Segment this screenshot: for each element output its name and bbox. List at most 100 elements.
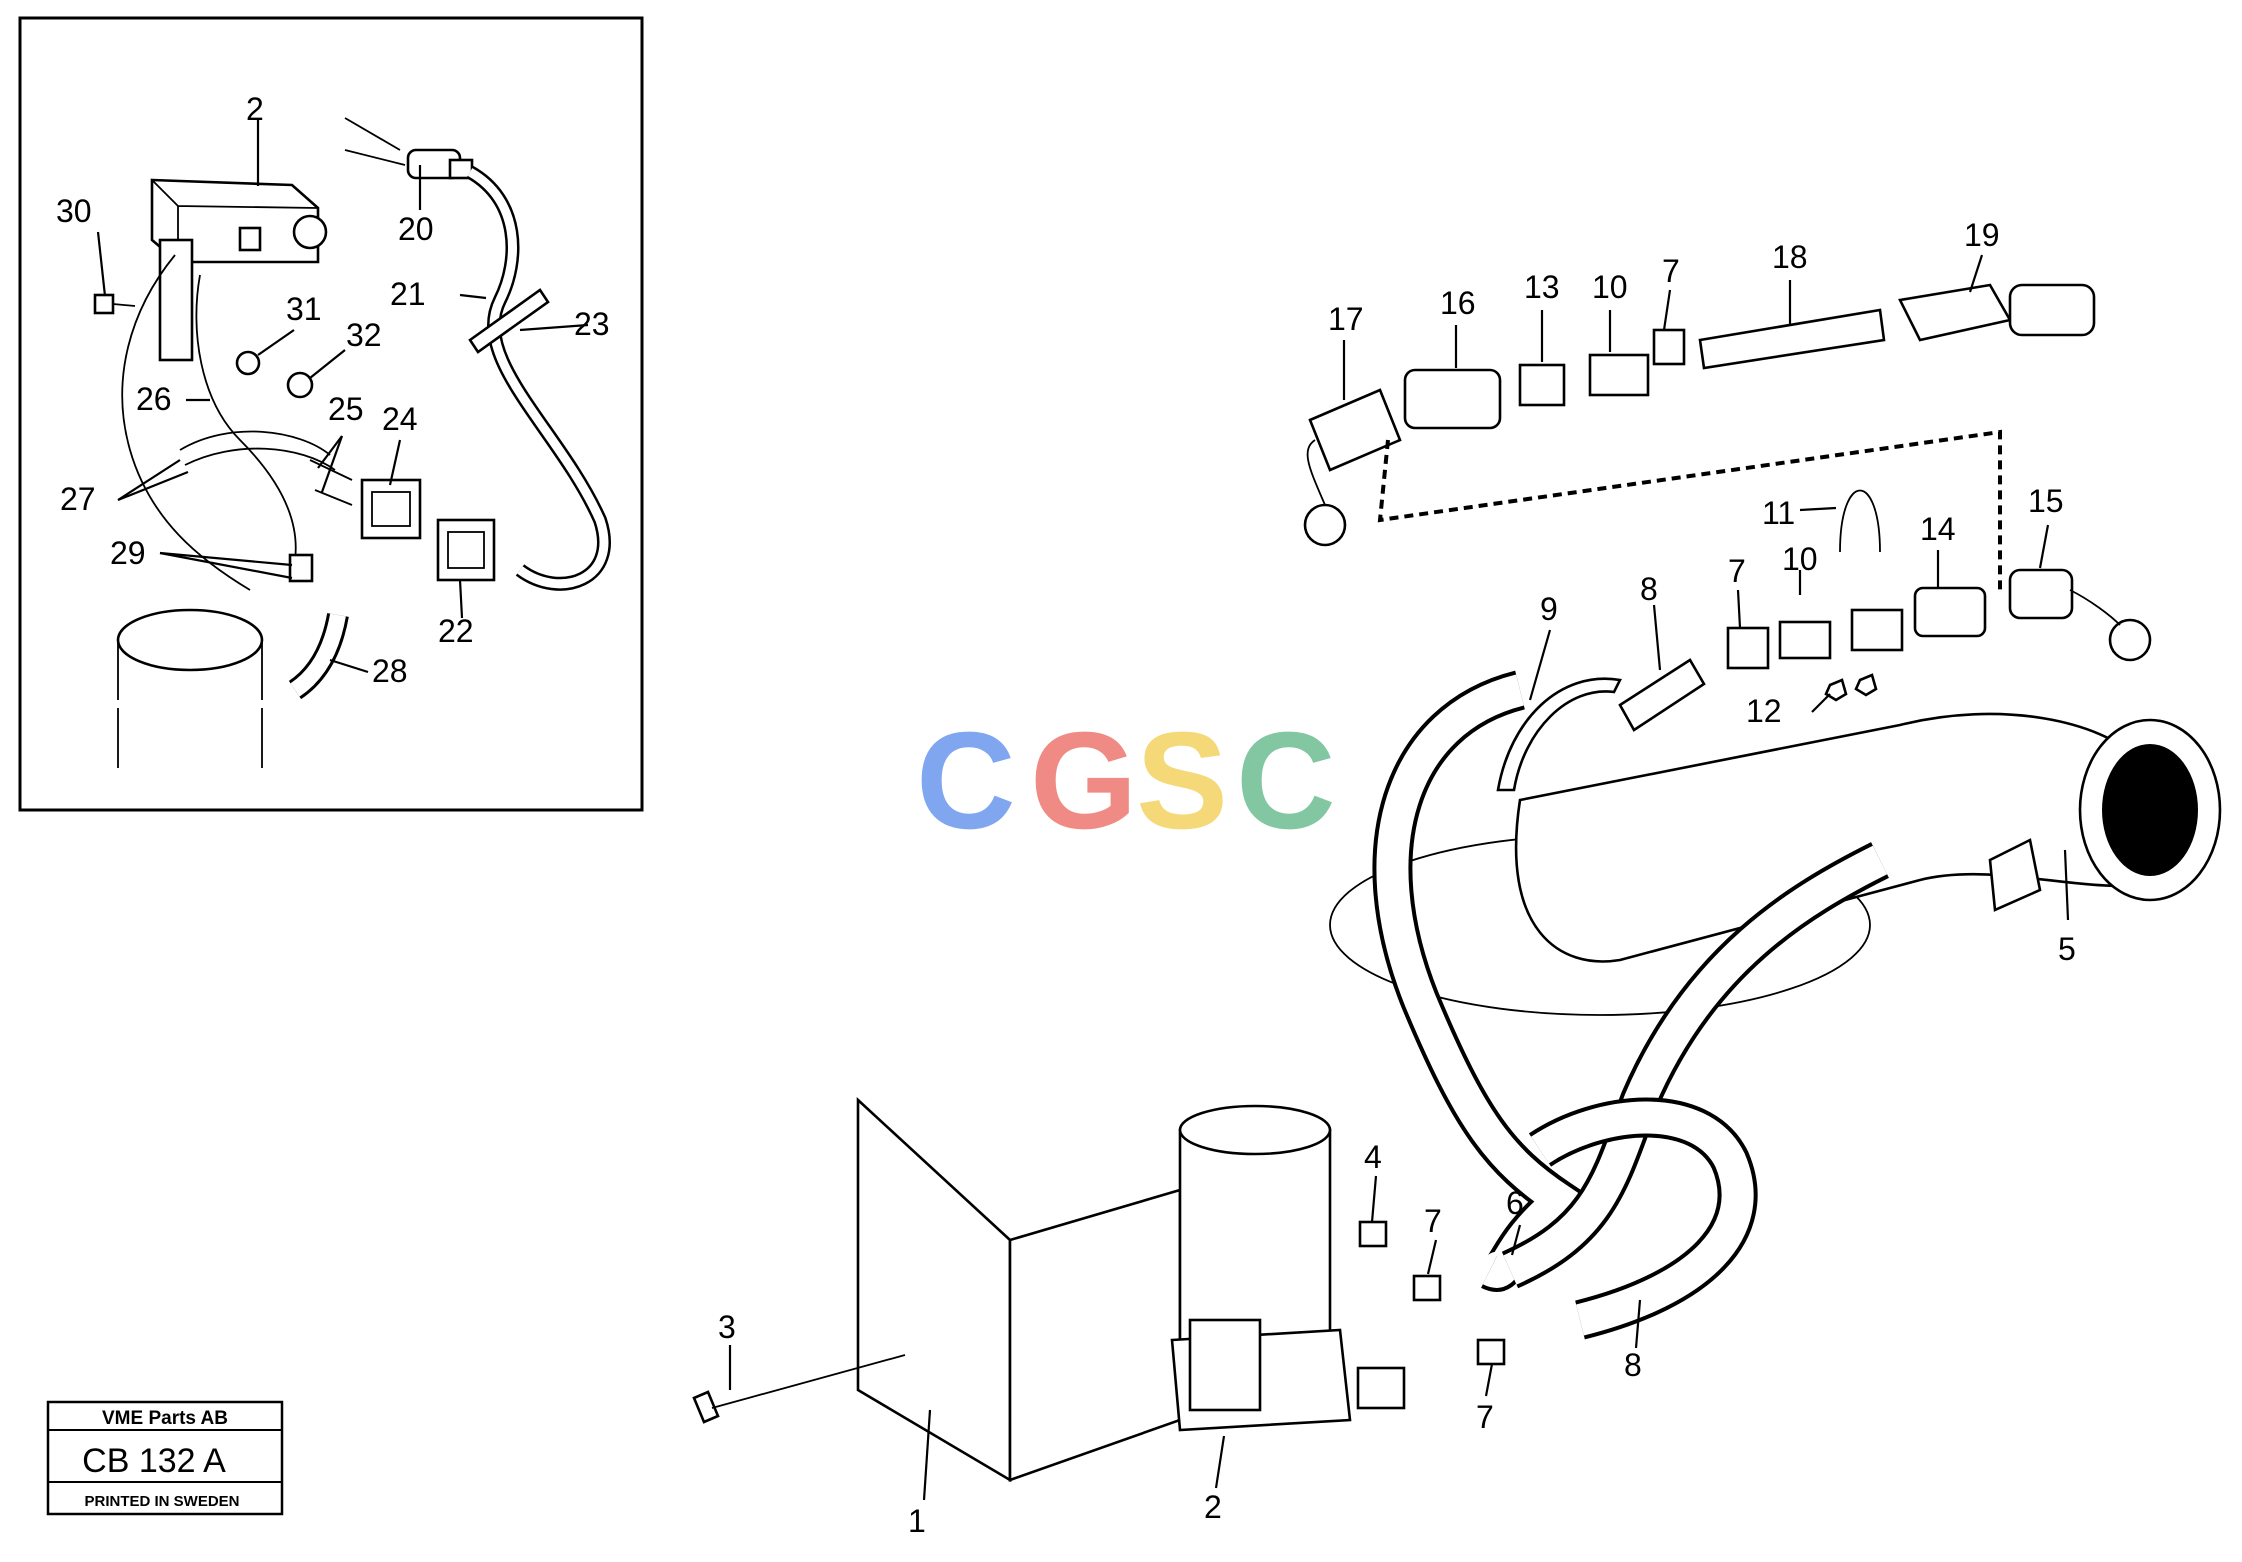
grommet-29 [288,553,314,583]
clamp-7 [1652,328,1686,366]
label-19: 19 [1964,217,2000,253]
label-1: 1 [908,1503,926,1539]
wire-27b [179,430,331,456]
wire-27a [195,274,297,561]
watermark-letter-c1: C [916,704,1016,858]
watermark-cgsc: C G S C [916,704,1336,858]
plug-19 [2008,283,2096,337]
motor-2 [1178,1128,1332,1342]
label-3: 3 [718,1309,736,1345]
label-17: 17 [1328,301,1364,337]
bracket-1-side [1008,1188,1182,1482]
inset-label-22: 22 [438,613,474,649]
coupling-14 [1913,586,1987,638]
inset-label-2: 2 [246,91,264,127]
clip-23 [468,288,550,354]
inset-label-23: 23 [574,306,610,342]
label-4: 4 [1364,1139,1382,1175]
clamp-7b [1726,626,1770,670]
printed-note: PRINTED IN SWEDEN [84,1493,239,1510]
label-8: 8 [1640,571,1658,607]
inset-label-29: 29 [110,535,146,571]
pump-assembly [856,1097,1406,1483]
inset-detail: 2 20 30 21 23 31 32 26 25 24 27 29 22 28 [18,16,644,812]
pump-outlet [1356,1366,1406,1410]
strap-9 [1496,677,1622,792]
inset-label-27: 27 [60,481,96,517]
coupling-row-1 [1303,283,2096,547]
bracket-1 [856,1097,1012,1483]
cap-17 [1308,388,1402,472]
hose-18 [1698,308,1886,370]
filler-pipe-5 [1514,712,2162,963]
terminal-25b [314,489,353,506]
inset-label-26: 26 [136,381,172,417]
inset-label-25: 25 [328,391,364,427]
main-assembly: 17 16 13 10 7 18 19 11 10 14 15 9 8 7 12… [692,217,2222,1539]
screw-30 [93,293,136,315]
inset-label-21: 21 [390,276,426,312]
inset-label-20: 20 [398,211,434,247]
relay-box [150,178,328,362]
watermark-letter-c2: C [1236,704,1336,858]
dashed-link [1377,429,2002,590]
label-10: 10 [1592,269,1628,305]
label-13: 13 [1524,269,1560,305]
motor-top [1178,1104,1332,1156]
ubolt-11 [1839,489,1881,553]
label-18: 18 [1772,239,1808,275]
nipple-10 [1588,353,1650,397]
label-8b: 8 [1624,1347,1642,1383]
label-5: 5 [2058,931,2076,967]
watermark-letter-s: S [1136,704,1228,858]
title-block: VME Parts AB CB 132 A PRINTED IN SWEDEN [46,1400,284,1516]
clamp-7c [1412,1274,1442,1302]
hose-8-upper [1618,658,1706,732]
inset-label-28: 28 [372,653,408,689]
inset-label-31: 31 [286,291,322,327]
inset-label-32: 32 [346,317,382,353]
label-7d: 7 [1476,1399,1494,1435]
label-7b: 7 [1728,553,1746,589]
coupling-16 [1403,368,1502,430]
label-11: 11 [1762,495,1795,531]
label-14: 14 [1920,511,1956,547]
cap-17-ring [1303,503,1347,547]
nut-4 [1358,1220,1388,1248]
connector-24 [360,478,422,540]
label-9: 9 [1540,591,1558,627]
bracket-5 [1988,838,2042,912]
inset-leaders [96,118,589,674]
drawing-code: CB 132 A [82,1442,226,1480]
screw-3-head [692,1390,720,1424]
pump-plate [1188,1318,1262,1412]
company-name: VME Parts AB [102,1408,228,1429]
nut-32 [286,371,314,399]
screw-3-shaft [711,1354,906,1409]
connector-22 [436,518,496,582]
nipple-10c [1850,608,1904,652]
inset-label-24: 24 [382,401,418,437]
label-15: 15 [2028,483,2064,519]
cap-15-ring [2108,618,2152,662]
inset-label-30: 30 [56,193,92,229]
label-7: 7 [1662,253,1680,289]
tank [116,608,264,770]
label-16: 16 [1440,285,1476,321]
coupling-19 [1898,283,2013,342]
nipple-10b [1778,620,1832,660]
label-7c: 7 [1424,1203,1442,1239]
watermark-letter-g: G [1030,704,1137,858]
label-6: 6 [1506,1185,1524,1221]
nipple-13 [1518,363,1566,407]
label-12: 12 [1746,693,1782,729]
main-leaders [728,254,2070,1501]
cap-15 [2008,568,2074,620]
label-2: 2 [1204,1489,1222,1525]
title-block-frame [46,1400,284,1516]
nut-12b [1854,673,1878,697]
nut-12a [1824,678,1848,702]
coupling-row-2 [1726,489,2152,702]
clamp-7d [1476,1338,1506,1366]
